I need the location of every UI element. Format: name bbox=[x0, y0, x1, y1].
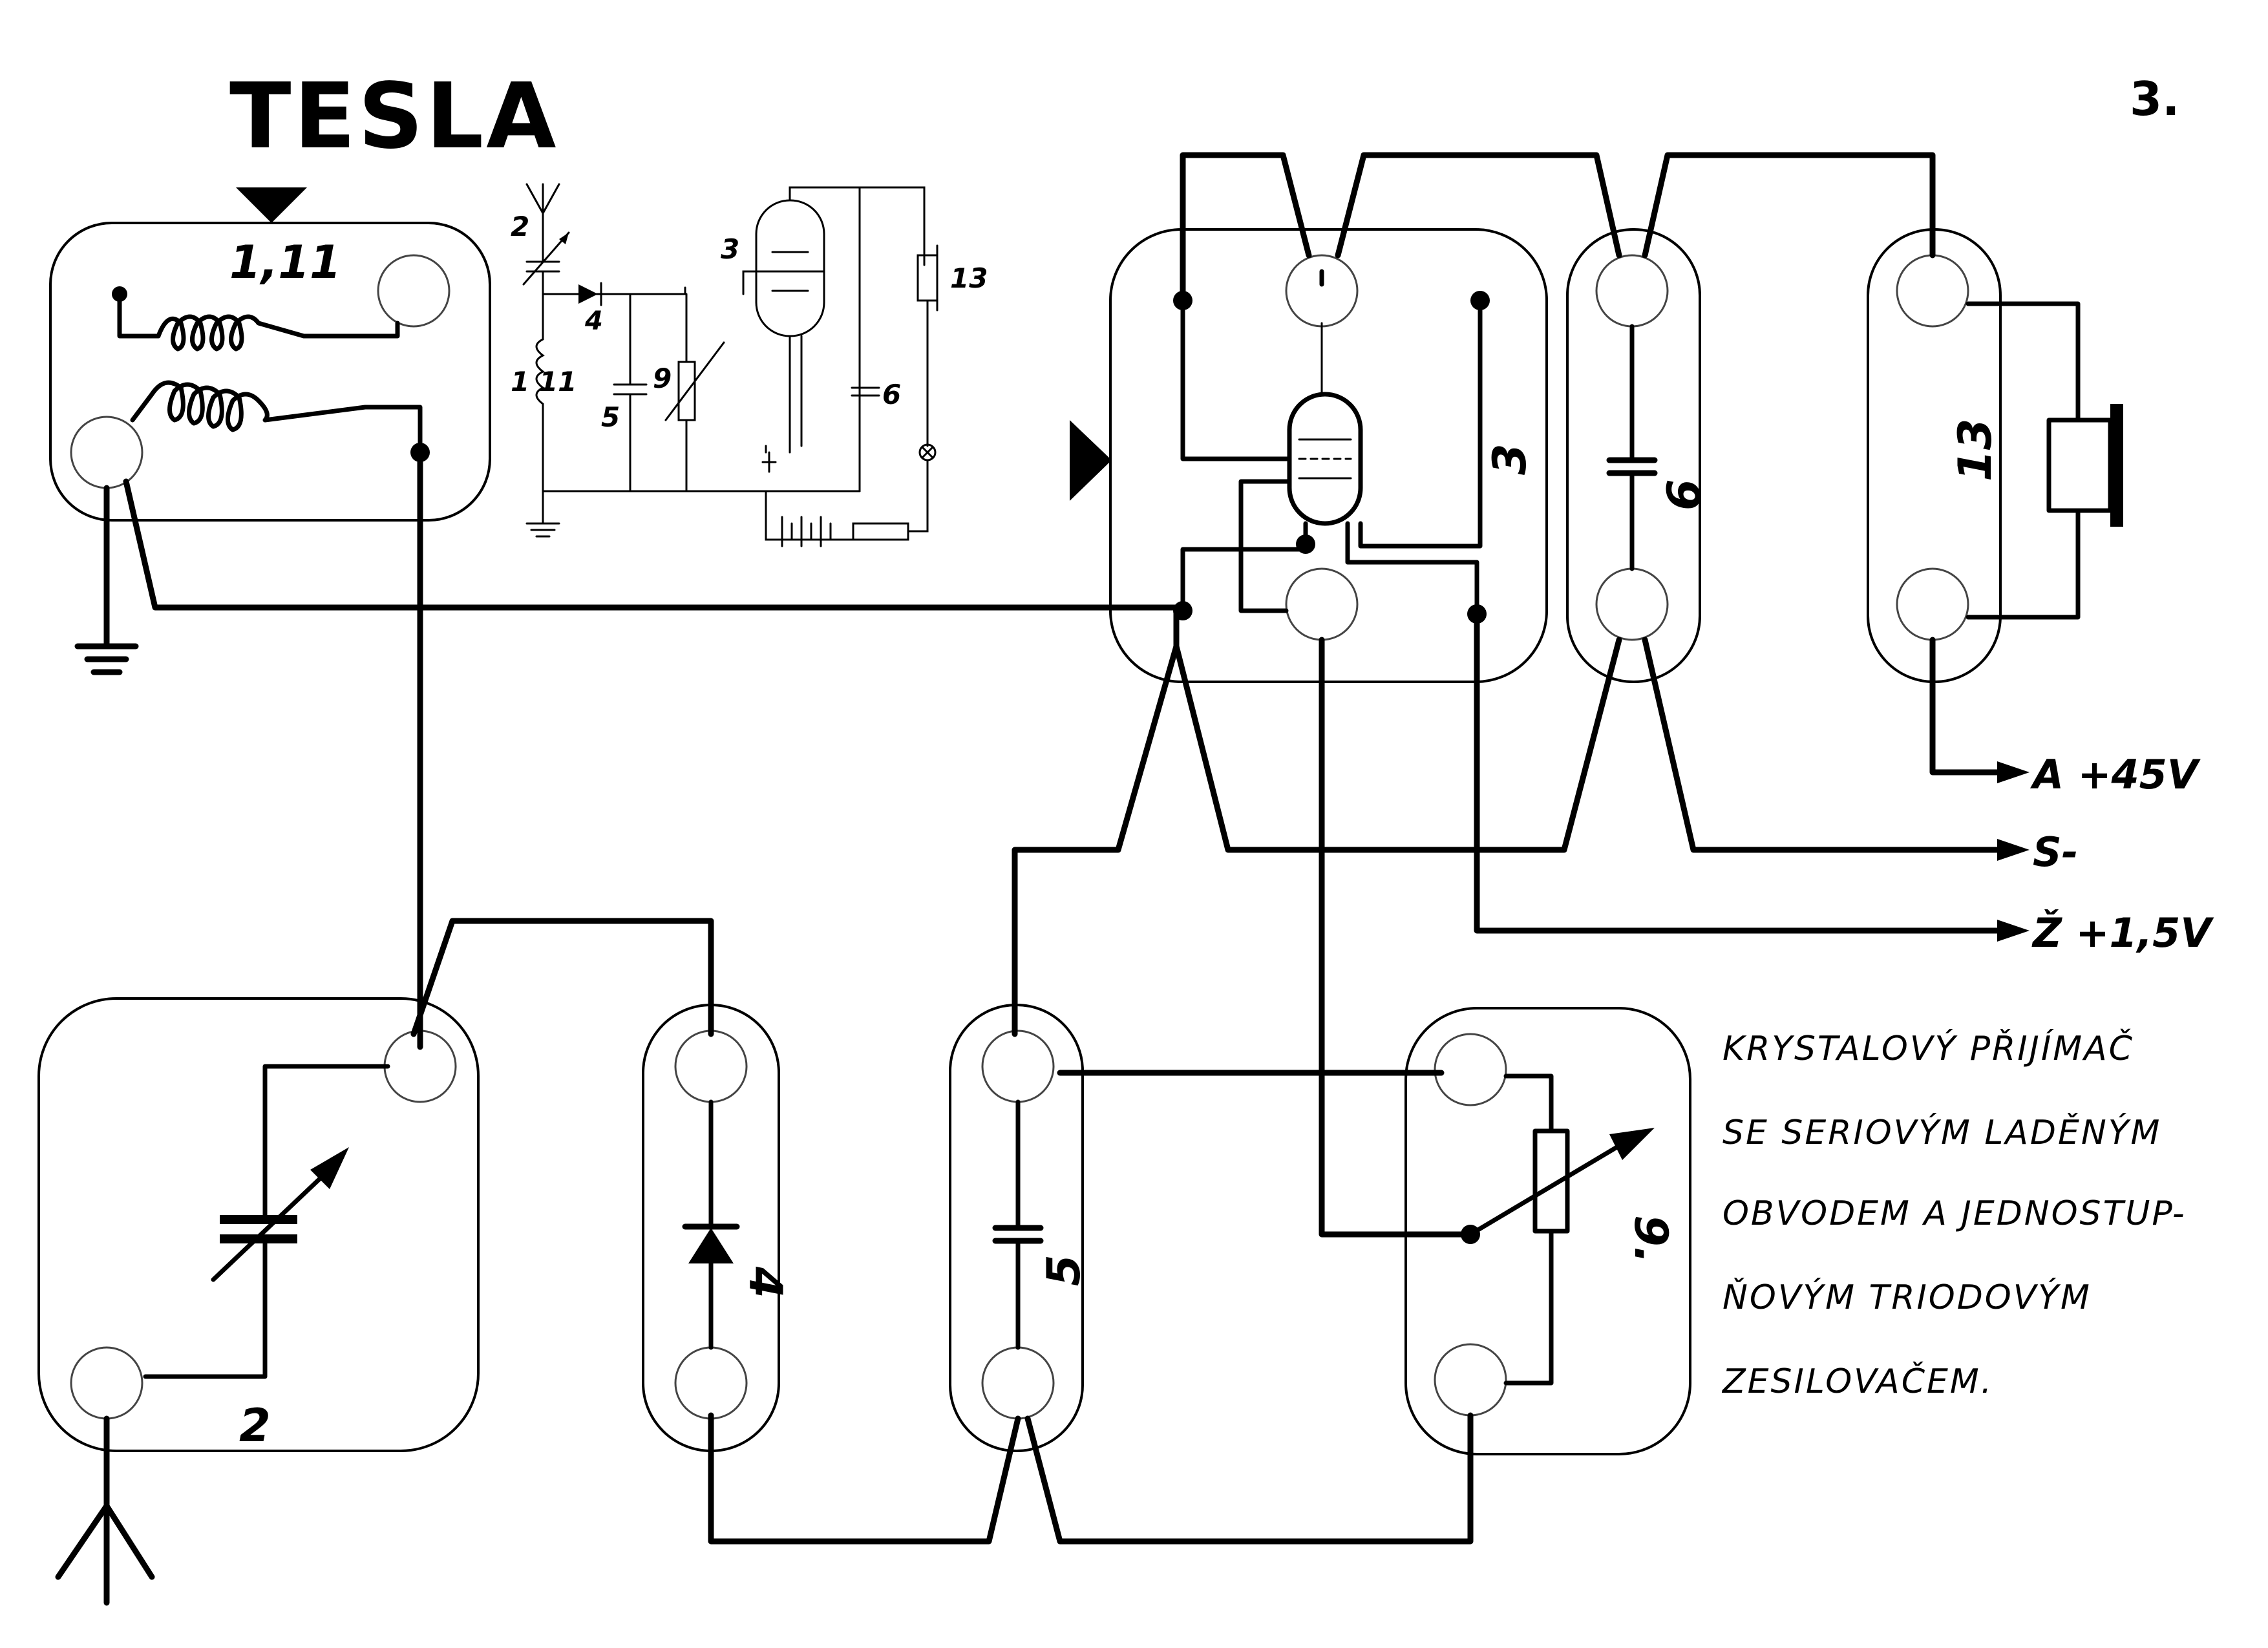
coil-plate bbox=[49, 222, 491, 522]
headphone-earpiece bbox=[2046, 417, 2113, 513]
varcap-plate bbox=[37, 997, 480, 1452]
page-number: 3. bbox=[2130, 72, 2179, 126]
pot-plate bbox=[1404, 1007, 1691, 1455]
interconnect-wiring bbox=[123, 152, 2000, 1545]
schematic-diode bbox=[578, 284, 598, 304]
pot-socket-bottom[interactable] bbox=[1434, 1343, 1507, 1417]
phones-socket-bottom[interactable] bbox=[1896, 567, 1969, 641]
cap5-socket-top[interactable] bbox=[981, 1030, 1055, 1103]
coil-winding-upper bbox=[117, 291, 400, 352]
phones-module-label: 13 bbox=[1949, 419, 2002, 481]
description-line-3: OBVODEM A JEDNOSTUP- bbox=[1722, 1194, 2187, 1233]
coil-winding-lower bbox=[130, 380, 423, 455]
coil-terminal-dot bbox=[112, 286, 127, 302]
diode-module[interactable]: 4 bbox=[642, 1004, 792, 1452]
schematic-label-pot9: 9 bbox=[653, 363, 672, 394]
schematic-label-cap6: 6 bbox=[882, 379, 901, 410]
schematic-antenna bbox=[525, 183, 560, 263]
schematic-diagram: 2 4 1 11 5 9 3 6 bbox=[511, 183, 988, 547]
schematic-label-diode4: 4 bbox=[584, 306, 603, 336]
tube-socket-top[interactable] bbox=[1285, 254, 1359, 328]
description-line-2: SE SERIOVÝM LADĚNÝM bbox=[1722, 1113, 2161, 1152]
schematic-label-cap5: 5 bbox=[601, 401, 620, 433]
schematic-label-c2: 2 bbox=[511, 211, 529, 242]
varcap-socket-bottom[interactable] bbox=[70, 1346, 143, 1420]
description-line-5: ZESILOVAČEM. bbox=[1721, 1361, 1993, 1401]
description-line-1: KRYSTALOVÝ PŘIJÍMAČ bbox=[1722, 1028, 2134, 1068]
coil-socket-bottom[interactable] bbox=[70, 416, 143, 489]
coil-module[interactable]: 1,11 bbox=[49, 222, 491, 522]
cap5-socket-bottom[interactable] bbox=[981, 1346, 1055, 1420]
diode-module-label: 4 bbox=[739, 1266, 792, 1298]
coil-socket-top[interactable] bbox=[377, 254, 450, 328]
ground-symbol bbox=[74, 485, 139, 675]
potentiometer-module[interactable]: 9. bbox=[1404, 1007, 1691, 1455]
schematic-tube bbox=[755, 199, 825, 337]
schematic-label-phones13: 13 bbox=[950, 262, 988, 294]
pot-socket-top[interactable] bbox=[1434, 1033, 1507, 1106]
terminal-anode-label: A +45V bbox=[2030, 751, 2201, 798]
tube-module[interactable]: 3 bbox=[1109, 228, 1548, 683]
cap6-module-label: 6 bbox=[1658, 479, 1711, 511]
pot-module-label: 9. bbox=[1624, 1215, 1677, 1263]
cap6-plate bbox=[1566, 228, 1701, 683]
description-block: KRYSTALOVÝ PŘIJÍMAČ SE SERIOVÝM LADĚNÝM … bbox=[1721, 1028, 2187, 1401]
terminal-negative-label: S- bbox=[2033, 829, 2078, 876]
cap6-socket-bottom[interactable] bbox=[1595, 567, 1669, 641]
cap6-socket-top[interactable] bbox=[1595, 254, 1669, 328]
schematic-label-coil11: 1 11 bbox=[511, 366, 577, 397]
variable-capacitor-module[interactable]: 2 bbox=[37, 997, 480, 1452]
marker-triangle-top bbox=[236, 187, 307, 223]
schematic-phones bbox=[917, 254, 938, 302]
tube-socket-bottom[interactable] bbox=[1285, 567, 1359, 641]
schematic-coil bbox=[535, 293, 545, 492]
marker-triangle-tube bbox=[1070, 420, 1112, 501]
capacitor-5-module[interactable]: 5 bbox=[949, 1004, 1090, 1452]
terminal-heater-label: Ž +1,5V bbox=[2031, 909, 2214, 956]
phones-socket-top[interactable] bbox=[1896, 254, 1969, 328]
brand-logo: TESLA bbox=[229, 64, 559, 169]
description-line-4: ŇOVÝM TRIODOVÝM bbox=[1722, 1278, 2092, 1317]
tube-module-label: 3 bbox=[1483, 443, 1536, 475]
varcap-module-label: 2 bbox=[239, 1399, 271, 1452]
capacitor-6-module[interactable]: 6 bbox=[1566, 228, 1711, 683]
power-terminals: A +45V S- Ž +1,5V bbox=[1997, 751, 2214, 956]
diode-socket-bottom[interactable] bbox=[674, 1346, 748, 1420]
diode-socket-top[interactable] bbox=[674, 1030, 748, 1103]
headphones-module[interactable]: 13 bbox=[1867, 228, 2123, 683]
coil-module-label: 1,11 bbox=[229, 236, 341, 289]
antenna-symbol bbox=[55, 1415, 155, 1606]
tube-plate bbox=[1109, 228, 1548, 683]
cap5-module-label: 5 bbox=[1037, 1254, 1090, 1286]
schematic-label-tube3: 3 bbox=[721, 233, 739, 265]
